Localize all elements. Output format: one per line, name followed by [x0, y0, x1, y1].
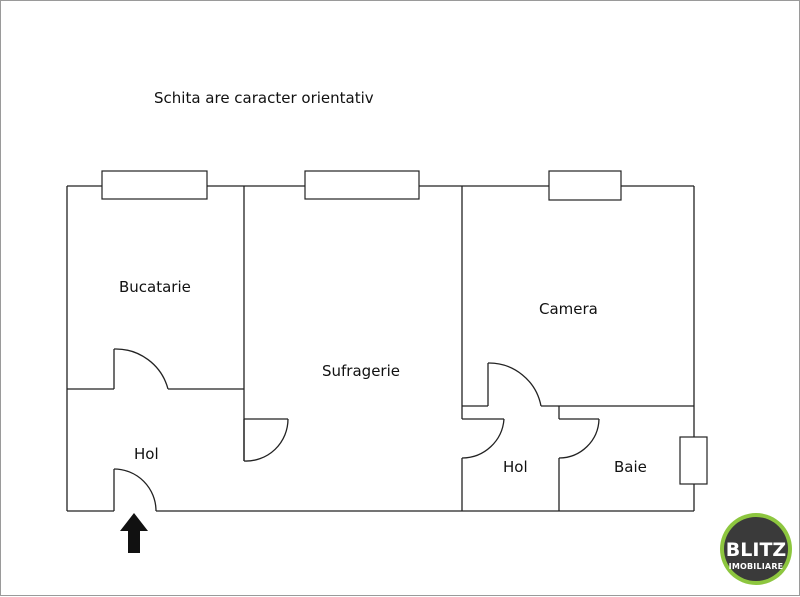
room-label-sufragerie: Sufragerie — [322, 362, 400, 380]
room-label-hol-left: Hol — [134, 445, 159, 463]
door-camera — [487, 362, 542, 407]
door-living — [243, 418, 289, 462]
arrow-up-icon — [120, 513, 148, 553]
door-kitchen — [113, 348, 169, 390]
room-label-bucatarie: Bucatarie — [119, 278, 191, 296]
logo-subtitle: IMOBILIARE — [729, 562, 784, 571]
room-label-camera: Camera — [539, 300, 598, 318]
outer-walls — [66, 185, 695, 512]
orientation-note: Schita are caracter orientativ — [154, 89, 374, 107]
blitz-logo: BLITZ IMOBILIARE — [720, 513, 792, 585]
window-sufragerie — [304, 170, 420, 200]
window-bucatarie — [101, 170, 208, 200]
window-baie — [679, 436, 708, 485]
window-camera — [548, 170, 622, 201]
logo-disc — [724, 517, 788, 581]
room-label-baie: Baie — [614, 458, 647, 476]
logo-brand: BLITZ — [726, 539, 786, 561]
door-baie — [558, 406, 600, 459]
door-hol-right — [461, 406, 505, 459]
interior-walls — [67, 186, 694, 511]
room-label-hol-right: Hol — [503, 458, 528, 476]
door-entrance — [113, 468, 157, 512]
